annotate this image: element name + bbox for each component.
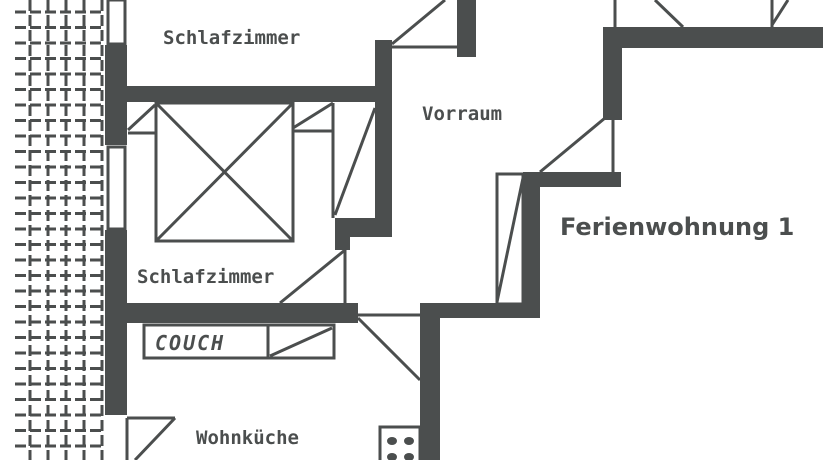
window-top (106, 0, 127, 46)
wall-closet-stub (335, 218, 350, 250)
room-label-hallway: Vorraum (422, 103, 502, 125)
wall-bedroom-middle (105, 303, 358, 323)
room-label-bedroom-middle: Schlafzimmer (137, 266, 274, 288)
terrace-grid (15, 0, 105, 460)
stove (378, 425, 422, 460)
wall-kitchen-right (420, 303, 440, 460)
side-cabinet (266, 323, 336, 360)
wall-top-stub (457, 0, 476, 57)
wardrobe (154, 101, 295, 243)
room-label-kitchen-living: Wohnküche (196, 427, 299, 449)
doors-and-fixtures (125, 0, 790, 460)
apartment-title: Ferienwohnung 1 (560, 213, 794, 241)
room-label-bedroom-top: Schlafzimmer (163, 27, 300, 49)
wall-step-middle (523, 172, 621, 187)
couch-label: COUCH (155, 331, 225, 355)
wall-left-upper (105, 45, 127, 145)
wall-bedroom-top (127, 86, 390, 102)
wall-right-step (603, 27, 622, 120)
wall-step-vertical (523, 172, 540, 318)
window (106, 145, 127, 231)
wall-top-right (603, 27, 823, 48)
wall-hallway-left (375, 40, 392, 237)
wall-step-lower (420, 303, 540, 318)
walls (105, 0, 823, 460)
